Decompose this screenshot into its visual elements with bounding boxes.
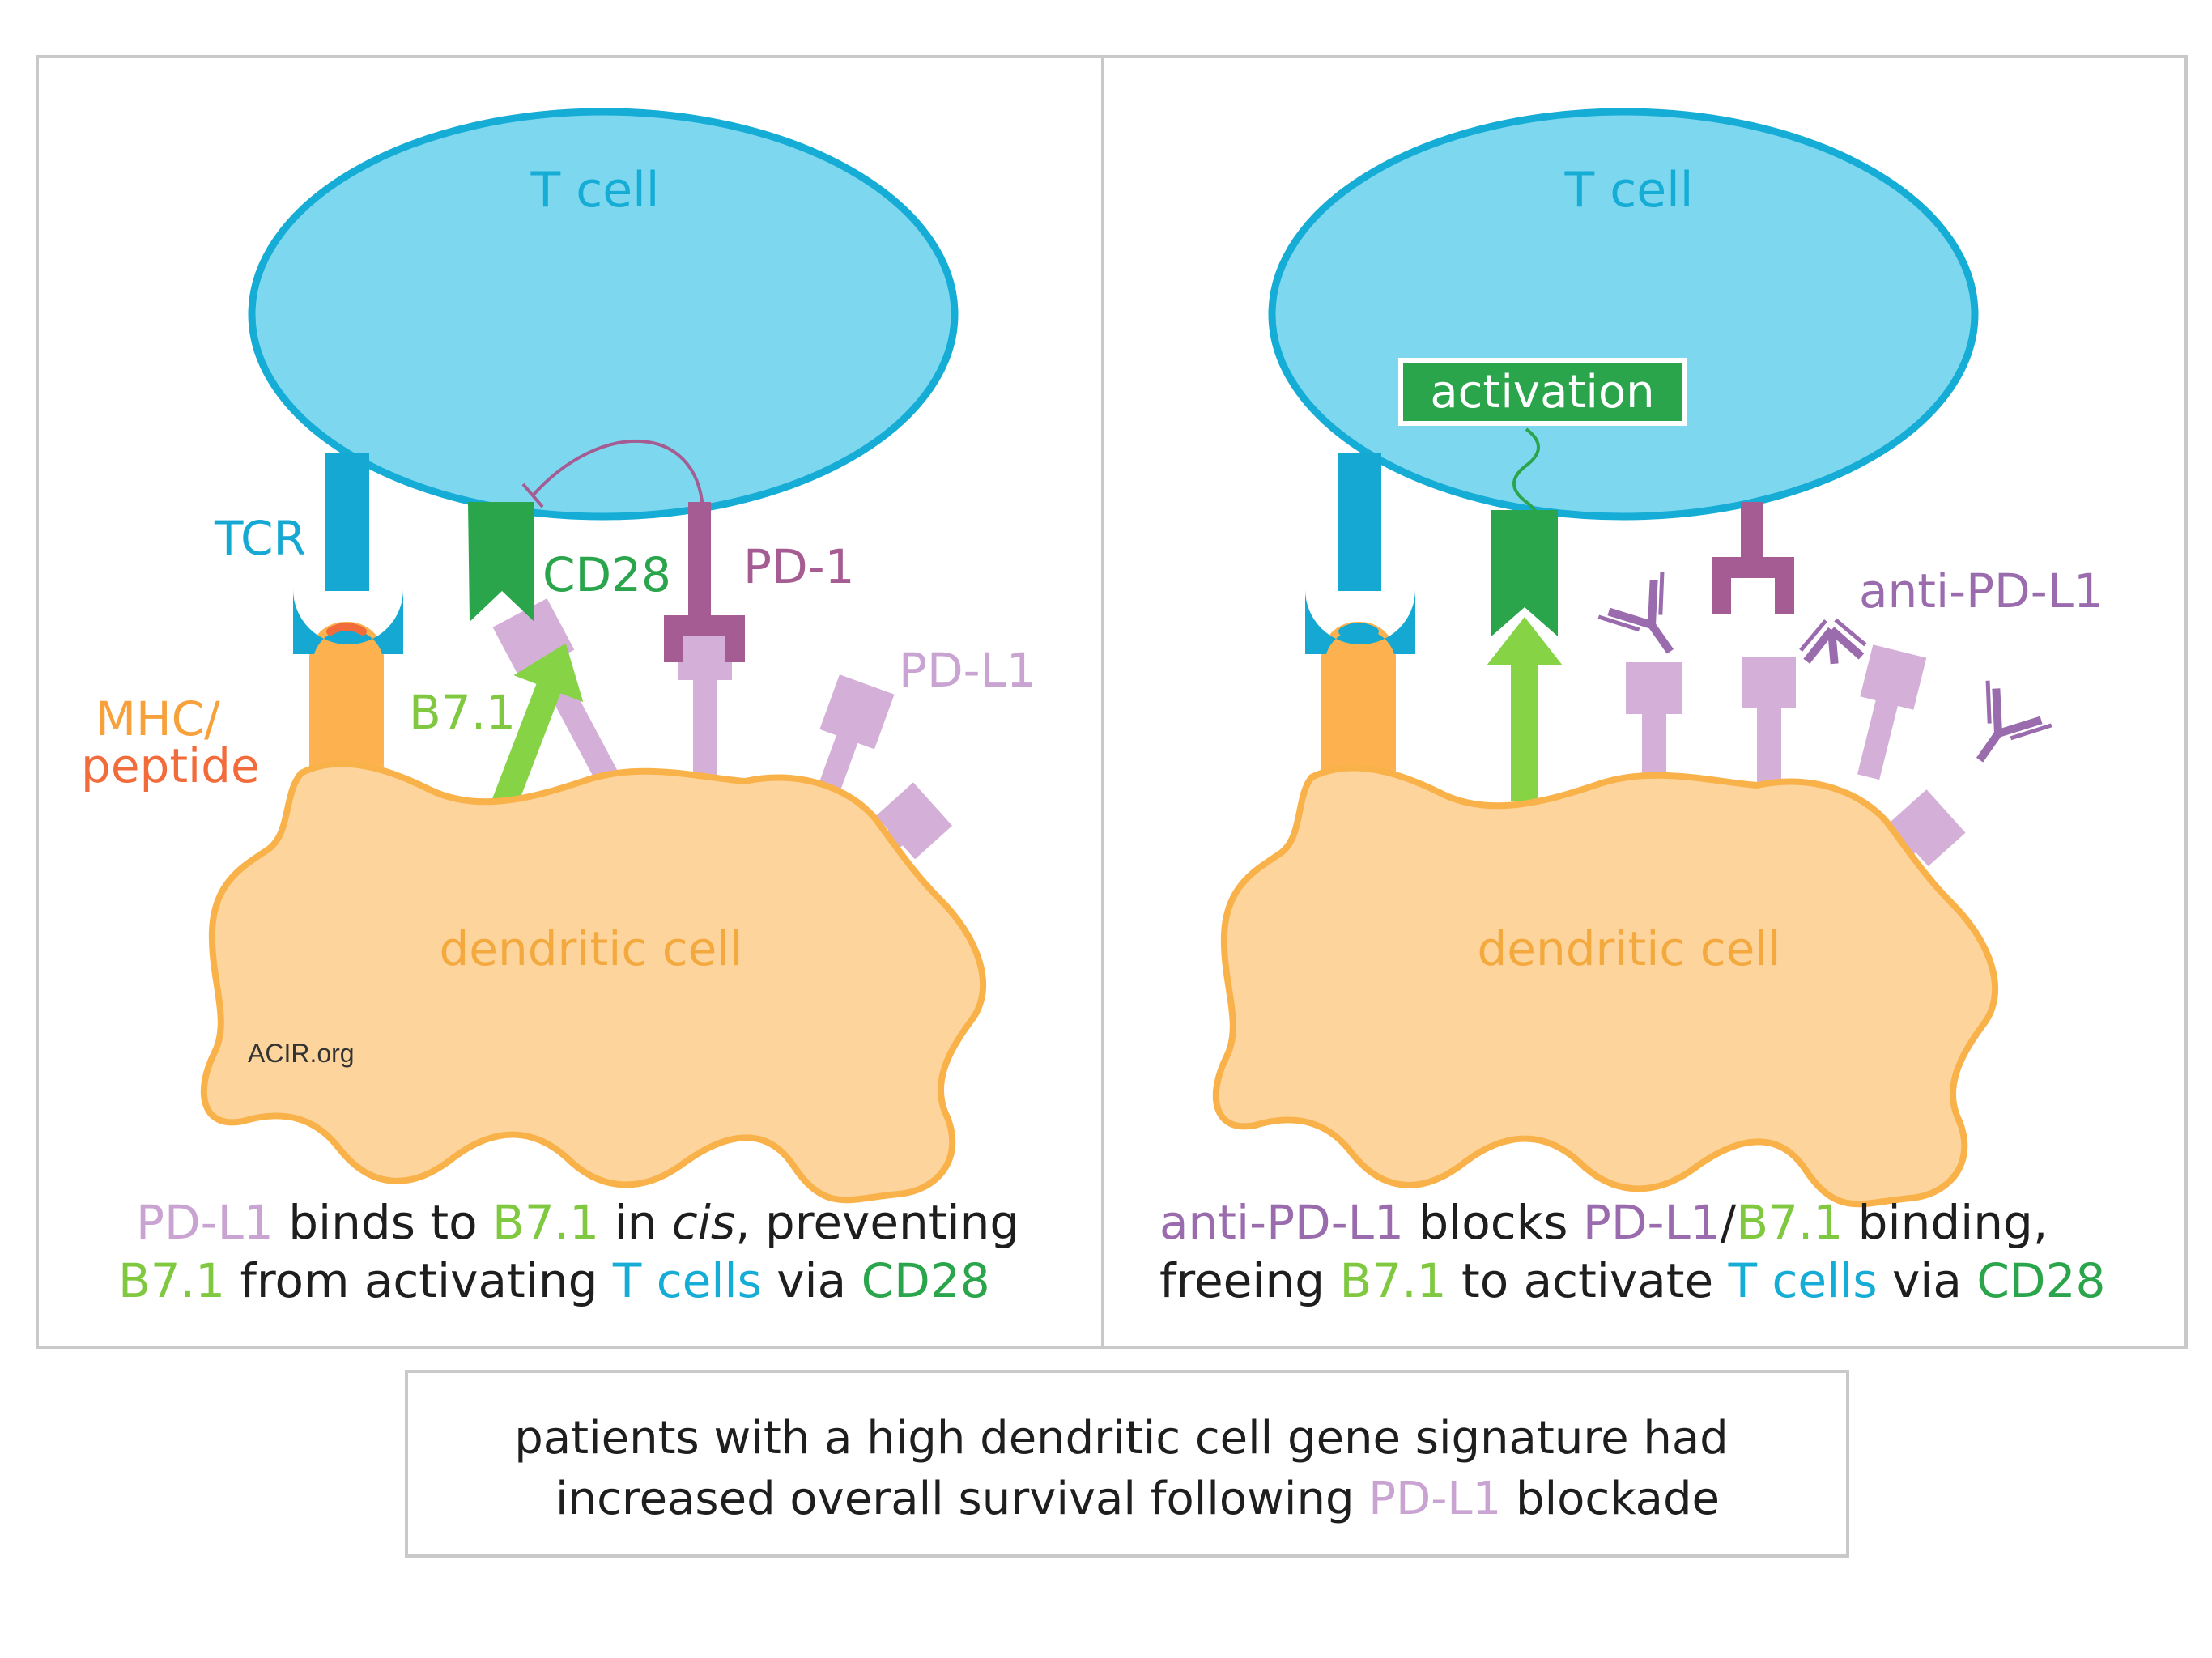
left-pd1-label: PD-1 <box>743 539 854 594</box>
right-caption2-sp5 <box>1962 1253 1976 1308</box>
right-dendritic-cell <box>1212 764 1998 1208</box>
right-caption2-cd28: CD28 <box>1976 1253 2105 1308</box>
right-caption2-sp2 <box>1447 1253 1461 1308</box>
acir-watermark: ACIR.org <box>248 1039 355 1068</box>
right-panel: activation <box>1159 108 2105 1308</box>
activation-label: activation <box>1430 366 1654 419</box>
summary-box <box>405 1370 1849 1558</box>
left-pdl1-bound-pd1 <box>678 630 732 785</box>
right-caption-sp3 <box>1843 1195 1857 1250</box>
left-cd28 <box>468 502 534 622</box>
left-t-cell <box>248 108 959 521</box>
right-anti-pdl1-label: anti-PD-L1 <box>1859 563 2104 619</box>
right-pdl1-3 <box>1857 644 1927 780</box>
left-caption-b71: B7.1 <box>492 1195 599 1250</box>
right-caption-anti: anti-PD-L1 <box>1159 1195 1404 1250</box>
right-caption-slash: / <box>1721 1195 1737 1250</box>
right-caption2-sp3 <box>1713 1253 1728 1308</box>
right-cd28 <box>1491 510 1558 636</box>
left-caption-sp2 <box>478 1195 492 1250</box>
left-caption2-b71: B7.1 <box>118 1253 225 1308</box>
summary-line2: increased overall survival following PD-… <box>555 1473 1720 1525</box>
right-tcell-label: T cell <box>1564 162 1694 219</box>
left-dendritic-cell <box>200 760 986 1204</box>
left-caption-sp4 <box>657 1195 671 1250</box>
right-caption-line1: anti-PD-L1 blocks PD-L1/B7.1 binding, <box>1159 1195 2048 1250</box>
left-caption-line2: B7.1 from activating T cells via CD28 <box>118 1253 990 1308</box>
left-caption2-sp1 <box>225 1253 240 1308</box>
right-caption2-to: to activate <box>1461 1253 1713 1308</box>
right-mhc-stem <box>1321 622 1396 808</box>
summary-pdl1: PD-L1 <box>1368 1473 1501 1525</box>
right-caption-b71: B7.1 <box>1736 1195 1843 1250</box>
left-caption2-tcells: T cells <box>612 1253 762 1308</box>
right-caption2-tcells: T cells <box>1728 1253 1878 1308</box>
left-b71-arrow <box>490 643 584 814</box>
summary-sp1 <box>1354 1473 1368 1525</box>
summary-line1: patients with a high dendritic cell gene… <box>514 1412 1728 1465</box>
right-caption2-b71: B7.1 <box>1340 1253 1447 1308</box>
left-caption2-cd28: CD28 <box>861 1253 990 1308</box>
left-peptide-label: peptide <box>81 738 260 793</box>
left-caption-cis: cis <box>672 1195 735 1250</box>
left-pd1 <box>664 502 745 662</box>
right-mhc-peptide-marker <box>1338 623 1379 636</box>
left-b71-label: B7.1 <box>409 685 516 740</box>
left-caption-pdl1: PD-L1 <box>136 1195 274 1250</box>
left-caption-sp1 <box>274 1195 288 1250</box>
left-mhc-stem <box>309 622 384 800</box>
left-caption2-via: via <box>776 1253 846 1308</box>
right-b71-arrow <box>1487 617 1563 801</box>
left-pd1-inhibition-arc <box>531 439 704 509</box>
right-caption2-sp1 <box>1325 1253 1339 1308</box>
left-tcell-label: T cell <box>530 162 660 219</box>
left-mhc-label: MHC/ <box>96 691 220 746</box>
left-caption2-sp2 <box>598 1253 612 1308</box>
right-caption-sp2 <box>1568 1195 1582 1250</box>
right-dc-label: dendritic cell <box>1477 921 1780 976</box>
left-cd28-label: CD28 <box>542 547 671 602</box>
antibody-1 <box>1597 572 1674 654</box>
left-inhibition-bar <box>521 483 544 508</box>
right-pdl1-2 <box>1742 657 1796 785</box>
right-caption-line2: freeing B7.1 to activate T cells via CD2… <box>1159 1253 2105 1308</box>
left-caption-preventing: , preventing <box>735 1195 1019 1250</box>
activation-box <box>1398 358 1687 426</box>
right-caption2-via: via <box>1892 1253 1962 1308</box>
left-caption2-sp3 <box>762 1253 776 1308</box>
left-tcr <box>293 453 403 654</box>
left-panel: T cell TCR CD28 PD-1 PD-L1 B7.1 MHC/ pep… <box>81 108 1036 1308</box>
left-tcr-label: TCR <box>214 511 306 566</box>
right-panel-frame <box>1101 55 2188 1349</box>
right-caption-blocks: blocks <box>1419 1195 1568 1250</box>
right-caption-pdl1: PD-L1 <box>1583 1195 1721 1250</box>
left-caption2-from: from activating <box>240 1253 598 1308</box>
antibody-3 <box>1976 680 2052 763</box>
antibody-2 <box>1799 618 1867 665</box>
left-caption-binds: binds to <box>288 1195 477 1250</box>
left-caption-sp3 <box>599 1195 614 1250</box>
summary-line2-start: increased overall survival following <box>555 1473 1354 1525</box>
right-caption-sp1 <box>1404 1195 1419 1250</box>
left-pdl1-label: PD-L1 <box>899 643 1036 698</box>
summary-line2-end: blockade <box>1516 1473 1720 1525</box>
left-dc-label: dendritic cell <box>439 921 742 976</box>
summary-sp2 <box>1501 1473 1516 1525</box>
right-caption2-sp4 <box>1878 1253 1892 1308</box>
right-caption2-freeing: freeing <box>1159 1253 1325 1308</box>
left-caption-line1: PD-L1 binds to B7.1 in cis, preventing <box>136 1195 1019 1250</box>
left-caption-in: in <box>615 1195 657 1250</box>
right-tcr <box>1305 453 1415 654</box>
left-mhc-peptide-marker <box>326 623 367 636</box>
left-caption2-sp4 <box>846 1253 861 1308</box>
right-caption-binding: binding, <box>1858 1195 2048 1250</box>
right-pd1 <box>1712 502 1794 614</box>
